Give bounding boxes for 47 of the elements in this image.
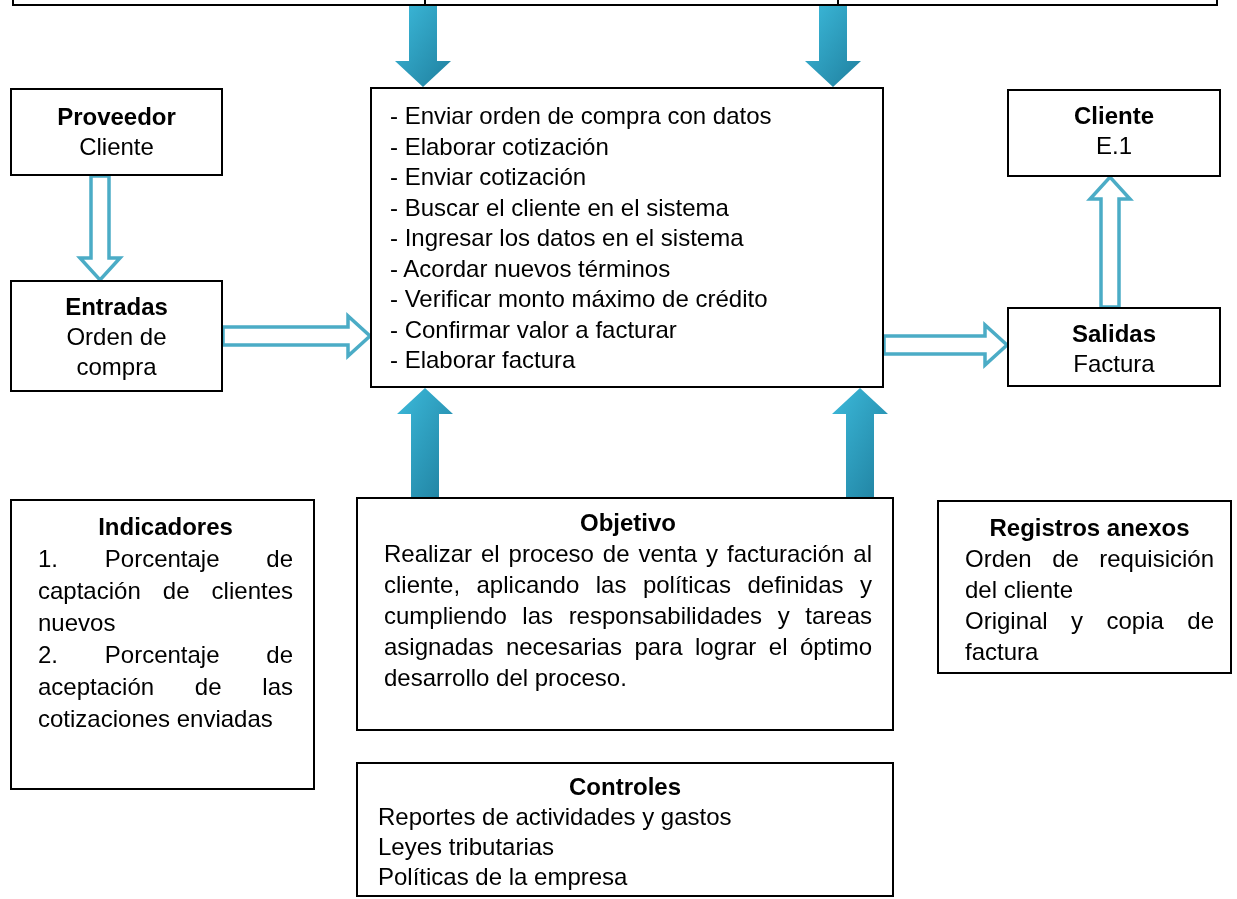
list-item: - Buscar el cliente en el sistema [390, 192, 730, 223]
list-item: - Enviar orden de compra con datos [390, 101, 773, 131]
list-item: - Elaborar cotización [390, 131, 610, 162]
list-item: - Ingresar los datos en el sistema [390, 223, 745, 253]
block-arrow [395, 6, 451, 87]
text-box [10, 499, 315, 790]
records-heading: Registros anexos [988, 513, 1191, 543]
objective-heading: Objetivo [579, 508, 677, 538]
block-arrow [882, 321, 1010, 369]
body-text: Políticas de la empresa [378, 862, 629, 892]
list-item: - Verificar monto máximo de crédito [390, 284, 769, 314]
text-box [937, 500, 1232, 674]
input-heading: Entradas [64, 292, 169, 322]
block-arrow [1086, 174, 1134, 309]
text-box [1007, 89, 1221, 177]
list-item: - Acordar nuevos términos [390, 253, 672, 284]
block-arrow [832, 388, 888, 497]
output-heading: Salidas [1070, 319, 1157, 349]
block-arrow [76, 174, 124, 283]
body-text: Original y copia de factura [965, 606, 1214, 667]
body-text: Reportes de actividades y gastos [378, 802, 733, 832]
text-box [10, 88, 223, 176]
body-text: 2. Porcentaje de aceptación de las cotizaciones enviadas [38, 640, 293, 734]
body-text: 1. Porcentaje de captación de clientes nuevos [38, 544, 293, 638]
body-text: E.1 [1095, 131, 1133, 161]
block-arrow [221, 312, 373, 360]
text-box [1007, 307, 1221, 387]
table-box [12, 0, 1218, 6]
text-box [370, 87, 884, 388]
body-text: Orden de compra [65, 322, 168, 382]
text-box [356, 497, 894, 731]
body-text: Orden de requisición del cliente [965, 544, 1214, 605]
supplier-heading: Proveedor [56, 102, 177, 132]
list-item: - Confirmar valor a facturar [390, 314, 678, 345]
text-box [356, 762, 894, 897]
block-arrow [805, 6, 861, 87]
text-box [10, 280, 223, 392]
body-text: Cliente [78, 132, 155, 162]
body-text: Realizar el proceso de venta y facturación al cliente, aplicando las políticas definidas y cumpliendo las responsabilidades y tareas asignadas necesarias para lograr el óptimo desarrollo del proceso. [384, 539, 872, 693]
client-heading: Cliente [1073, 101, 1155, 131]
body-text: Leyes tributarias [378, 832, 556, 862]
block-arrow [397, 388, 453, 497]
list-item: - Elaborar factura [390, 345, 577, 375]
list-item: - Enviar cotización [390, 162, 588, 192]
indicators-heading: Indicadores [97, 512, 234, 542]
controls-heading: Controles [568, 772, 682, 802]
body-text: Factura [1072, 349, 1156, 379]
